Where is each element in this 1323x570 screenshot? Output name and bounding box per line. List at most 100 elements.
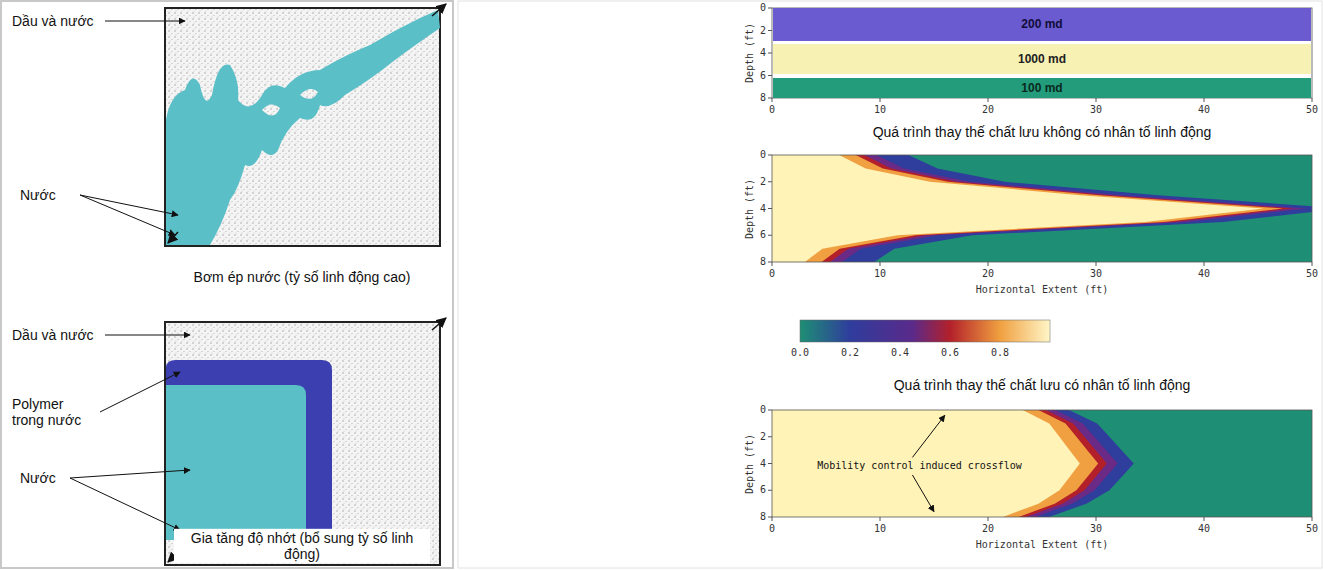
tick-mark <box>988 98 989 102</box>
annotation: Mobility control induced crossflow <box>815 460 1024 472</box>
leader-line <box>105 335 190 336</box>
tick-mark <box>1204 517 1205 521</box>
tick-label: 10 <box>874 268 886 280</box>
tick-mark <box>1096 262 1097 266</box>
tick-mark <box>768 235 772 236</box>
tick-label: 6 <box>760 70 766 82</box>
tick-label: 8 <box>760 256 766 268</box>
tick-label: 2 <box>760 431 766 443</box>
plot-frame <box>772 155 1312 262</box>
saturation-front <box>772 410 1134 517</box>
tick-label: 0 <box>760 404 766 416</box>
axis-title: Depth (ft) <box>744 178 756 238</box>
tick-mark <box>772 517 773 521</box>
tick-mark <box>768 30 772 31</box>
tick-label: 2 <box>760 25 766 37</box>
region-label: Dầu và nước <box>12 13 94 29</box>
saturation-front <box>772 410 1118 517</box>
producer-arrow <box>432 318 446 330</box>
tick-label: 4 <box>760 458 766 470</box>
colorbar-tick: 0.2 <box>841 347 859 359</box>
tick-label: 30 <box>1090 523 1102 535</box>
tick-label: 2 <box>760 176 766 188</box>
leader-line <box>100 372 180 412</box>
leader-line <box>70 470 190 478</box>
tick-label: 8 <box>760 511 766 523</box>
colorbar-tick: 0.0 <box>791 347 809 359</box>
leader-line <box>912 415 944 457</box>
tick-mark <box>1312 98 1313 102</box>
water-zone <box>166 385 306 540</box>
layer-label: 100 md <box>1021 81 1062 95</box>
tick-mark <box>768 155 772 156</box>
plot-title: Quá trình thay thế chất lưu có nhân tố l… <box>894 377 1191 393</box>
tick-mark <box>1096 98 1097 102</box>
tick-mark <box>988 262 989 266</box>
reservoir-box <box>165 322 440 565</box>
tick-label: 50 <box>1306 104 1318 116</box>
tick-mark <box>768 436 772 437</box>
tick-label: 8 <box>760 92 766 104</box>
tick-label: 20 <box>982 104 994 116</box>
tick-mark <box>768 517 772 518</box>
tick-label: 6 <box>760 485 766 497</box>
tick-mark <box>988 517 989 521</box>
tick-mark <box>768 53 772 54</box>
water-fingers <box>166 10 440 245</box>
reservoir-box <box>165 8 440 246</box>
tick-mark <box>1204 98 1205 102</box>
saturation-front <box>772 155 1263 262</box>
saturation-front <box>772 410 1098 517</box>
region-label: Nước <box>20 470 56 486</box>
heatmap <box>772 410 1312 517</box>
tick-label: 20 <box>982 523 994 535</box>
tick-label: 0 <box>769 268 775 280</box>
tick-label: 0 <box>769 523 775 535</box>
region-label: Dầu và nước <box>12 327 94 343</box>
tick-label: 6 <box>760 230 766 242</box>
tick-mark <box>880 262 881 266</box>
saturation-front <box>772 155 1283 262</box>
polymer-zone <box>166 360 332 540</box>
tick-mark <box>768 490 772 491</box>
tick-label: 40 <box>1198 268 1210 280</box>
tick-label: 0 <box>760 149 766 161</box>
saturation-front <box>772 410 1107 517</box>
tick-mark <box>768 463 772 464</box>
panel-frame <box>458 1 1322 568</box>
tick-mark <box>768 75 772 76</box>
tick-mark <box>768 410 772 411</box>
saturation-front <box>772 155 1293 262</box>
leader-line <box>80 195 175 235</box>
panel-caption: Bơm ép nước (tỷ số linh động cao) <box>174 268 430 286</box>
tick-mark <box>768 208 772 209</box>
tick-label: 4 <box>760 203 766 215</box>
heatmap <box>772 8 1312 98</box>
tick-label: 0 <box>769 104 775 116</box>
layer-label: 1000 md <box>1018 52 1066 66</box>
producer-arrow <box>432 4 446 16</box>
layer-label: 200 md <box>1021 17 1062 31</box>
tick-mark <box>768 181 772 182</box>
tick-mark <box>880 517 881 521</box>
permeability-layer: 1000 md <box>773 44 1311 74</box>
leader-line <box>912 475 934 512</box>
panel-caption: Gia tăng độ nhớt (bổ sung tỷ số linh độn… <box>174 529 430 563</box>
tick-label: 40 <box>1198 104 1210 116</box>
tick-mark <box>880 98 881 102</box>
tick-mark <box>1312 517 1313 521</box>
axis-title: Depth (ft) <box>744 23 756 83</box>
panel-frame <box>1 1 453 568</box>
axis-title: Horizontal Extent (ft) <box>976 539 1108 551</box>
tick-label: 40 <box>1198 523 1210 535</box>
leader-line <box>105 21 185 22</box>
tick-label: 0 <box>760 2 766 14</box>
tick-mark <box>768 98 772 99</box>
colorbar-tick: 0.8 <box>991 347 1009 359</box>
oil-island <box>300 89 318 99</box>
saturation-front <box>772 155 1307 262</box>
tick-label: 50 <box>1306 268 1318 280</box>
plot-frame <box>772 8 1312 98</box>
plot-frame <box>772 410 1312 517</box>
leader-line <box>70 478 180 530</box>
